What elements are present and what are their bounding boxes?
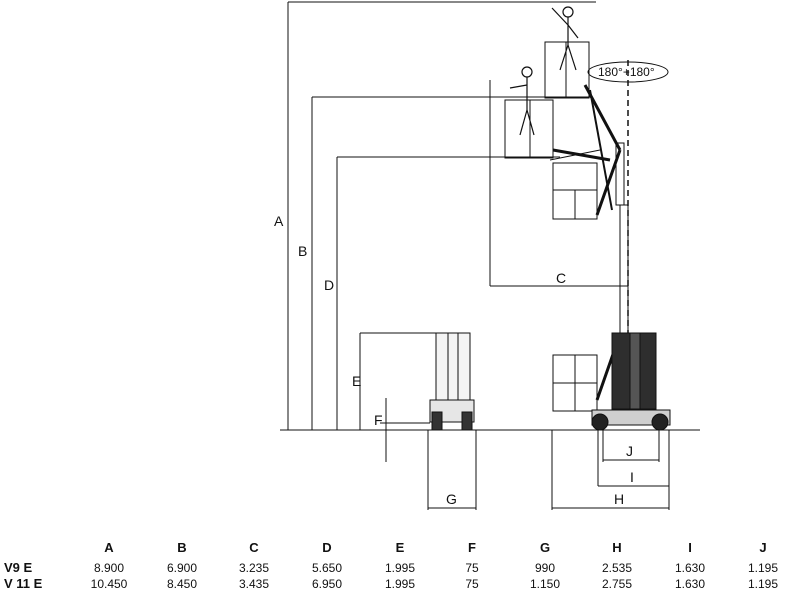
table-cell: 2.535 [601, 561, 633, 575]
rotation-indicator [587, 61, 669, 83]
table-cell: 1.150 [529, 577, 561, 591]
column-header: A [104, 540, 114, 555]
platform-mid [504, 99, 611, 162]
column-header: I [688, 540, 692, 555]
table-cell: 8.450 [166, 577, 198, 591]
operator-figure-high [551, 6, 579, 71]
table-cell: 3.235 [238, 561, 270, 575]
column-header: G [539, 540, 551, 555]
table-cell: 3.435 [238, 577, 270, 591]
front-view-machine [429, 332, 475, 431]
table-cell: 1.995 [384, 577, 416, 591]
column-header: F [468, 540, 476, 555]
table-cell: 6.950 [311, 577, 343, 591]
label-a: A [274, 213, 284, 229]
label-g: G [446, 491, 457, 507]
rotation-label: 180°+180° [598, 65, 655, 79]
platform-low [552, 149, 622, 220]
spec-table: A B C D E F G H I J V9 E 8.900 6.900 3.235 5.650 1.995 7… [0, 540, 800, 597]
column-header: B [177, 540, 187, 555]
table-cell: 75 [465, 561, 479, 575]
table-cell: 5.650 [311, 561, 343, 575]
label-d: D [324, 277, 334, 293]
label-b: B [298, 243, 307, 259]
table-cell: 8.900 [93, 561, 125, 575]
lift-dimension-diagram: A B D E F C J I H G 180°+180° [274, 1, 700, 510]
label-j: J [626, 443, 633, 459]
table-cell: 75 [465, 577, 479, 591]
mast [615, 142, 629, 334]
column-header: E [395, 540, 405, 555]
table-cell: 1.195 [747, 561, 779, 575]
column-header: J [759, 540, 767, 555]
row-model-label: V 11 E [4, 576, 43, 591]
label-h: H [614, 491, 624, 507]
row-model-label: V9 E [4, 560, 33, 575]
table-cell: 990 [534, 561, 556, 575]
table-cell: 1.195 [747, 577, 779, 591]
side-view-machine [552, 332, 671, 431]
label-i: I [630, 469, 634, 485]
column-header: H [612, 540, 622, 555]
label-c: C [556, 270, 566, 286]
table-cell: 2.755 [601, 577, 633, 591]
table-cell: 1.995 [384, 561, 416, 575]
operator-figure-mid [509, 66, 535, 136]
column-header: C [249, 540, 259, 555]
table-cell: 1.630 [674, 577, 706, 591]
table-cell: 6.900 [166, 561, 198, 575]
label-e: E [352, 373, 361, 389]
label-f: F [374, 412, 383, 428]
column-header: D [322, 540, 332, 555]
table-cell: 10.450 [90, 577, 128, 591]
table-cell: 1.630 [674, 561, 706, 575]
